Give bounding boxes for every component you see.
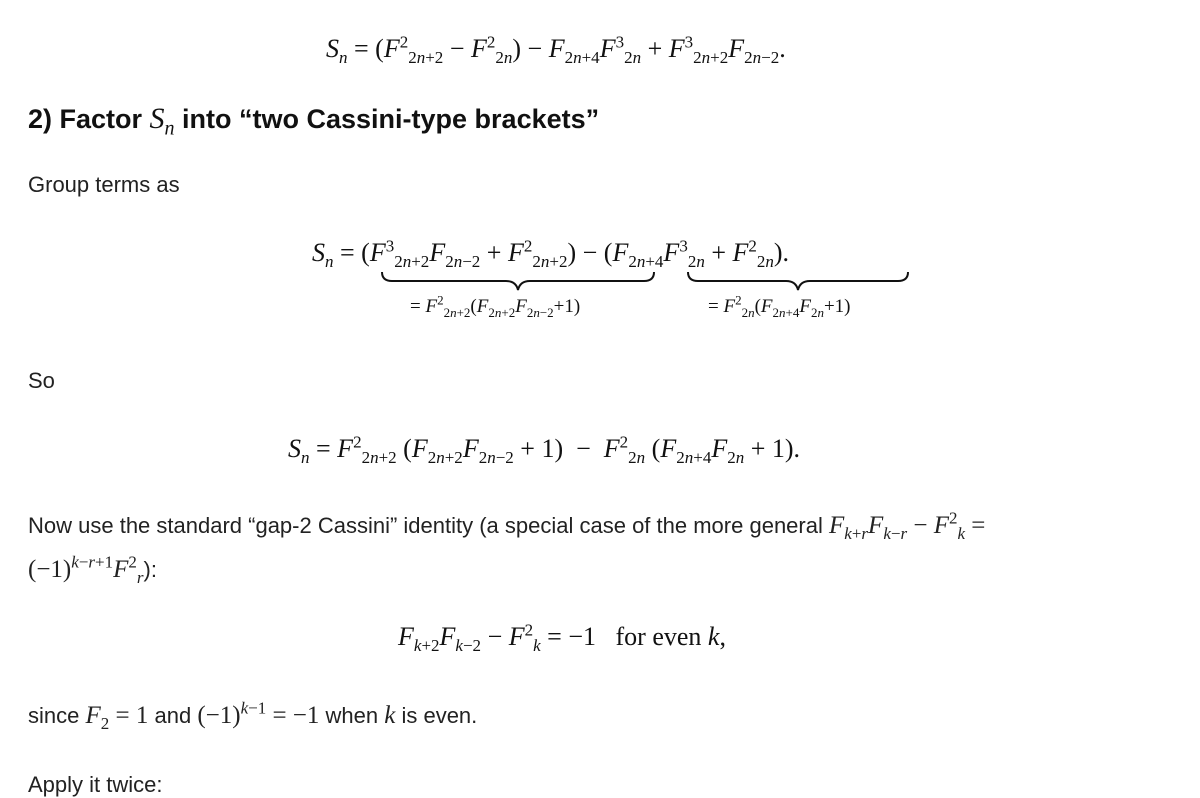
equation-sn-grouped: Sn = (F32n+2F2n−2 + F22n+2) − (F2n+4F32n… (312, 236, 790, 272)
underbrace-right-label: = F22n(F2n+4F2n+1) (708, 292, 851, 320)
underbrace-right (687, 271, 909, 291)
equation-sn-expanded: Sn = (F22n+2 − F22n) − F2n+4F32n + F32n+… (326, 32, 786, 68)
equation-gap2-cassini: Fk+2Fk−2 − F2k = −1 for even k, (398, 620, 726, 656)
group-terms-text: Group terms as (28, 172, 180, 197)
so-text: So (28, 368, 55, 393)
underbrace-left (381, 271, 655, 291)
underbrace-left-label: = F22n+2(F2n+2F2n−2+1) (410, 292, 581, 320)
equation-sn-factored: Sn = F22n+2 (F2n+2F2n−2 + 1) − F22n (F2n… (288, 432, 801, 468)
paragraph-line-2: (−1)k−r+1F2r): (28, 552, 157, 587)
apply-twice-text: Apply it twice: (28, 772, 163, 797)
since-text: since F2 = 1 and (−1)k−1 = −1 when k is … (28, 698, 478, 733)
paragraph-line-1: Now use the standard “gap-2 Cassini” ide… (28, 508, 986, 543)
section-heading: 2) Factor Sn into “two Cassini-type brac… (28, 102, 600, 140)
